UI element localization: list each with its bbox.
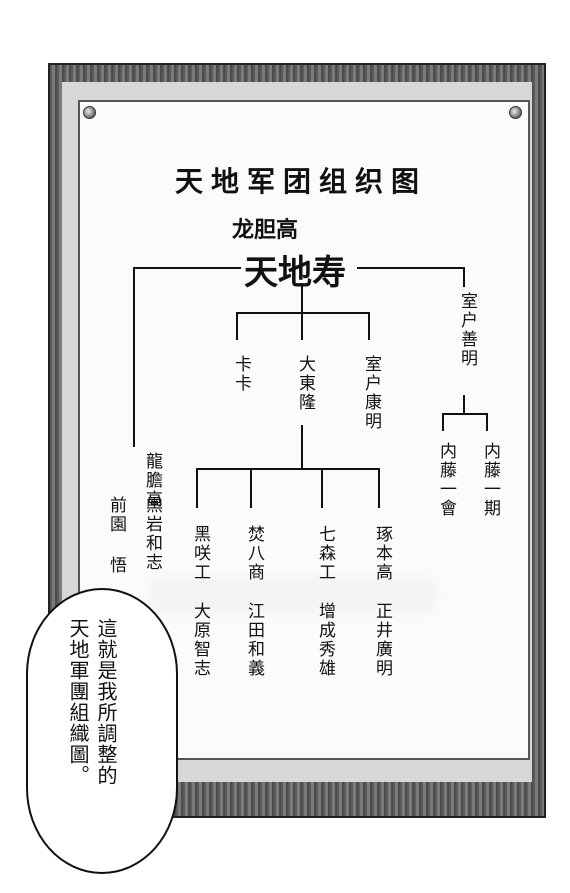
member-mid-3: 室户康明 bbox=[361, 355, 381, 431]
speech-bubble bbox=[26, 588, 178, 874]
line-lower-drop-3 bbox=[321, 468, 323, 508]
line-lower-trunk bbox=[301, 425, 303, 469]
member-right-top: 室户善明 bbox=[457, 292, 477, 368]
member-row4-name: 正井廣明 bbox=[372, 602, 392, 678]
line-left-horizontal bbox=[133, 267, 241, 269]
member-mid-1: 卡卡 bbox=[231, 355, 251, 393]
line-mid-drop-1 bbox=[236, 312, 238, 340]
line-right-horizontal bbox=[357, 267, 465, 269]
member-row2-school: 焚八商 bbox=[244, 525, 264, 582]
line-mid-bar bbox=[236, 312, 370, 314]
pushpin-right-icon bbox=[509, 106, 522, 119]
member-right-sub-2: 内藤一會 bbox=[436, 442, 456, 518]
line-lower-drop-2 bbox=[250, 468, 252, 508]
speech-line-1: 這就是我所調整的 bbox=[94, 618, 118, 786]
line-lower-drop-4 bbox=[378, 468, 380, 508]
pushpin-left-icon bbox=[83, 106, 96, 119]
line-right-vertical bbox=[463, 267, 465, 287]
line-right-trunk bbox=[463, 395, 465, 415]
line-right-drop-2 bbox=[486, 413, 488, 431]
member-left-2: 前園 悟 bbox=[106, 496, 126, 575]
member-row1-school: 黑咲工 bbox=[190, 525, 210, 582]
line-center-trunk bbox=[301, 283, 303, 313]
member-row3-name: 增成秀雄 bbox=[315, 602, 335, 678]
member-row4-school: 琢本高 bbox=[372, 525, 392, 582]
line-right-drop-1 bbox=[442, 413, 444, 431]
speech-line-2: 天地軍團組織圖。 bbox=[66, 618, 90, 786]
line-lower-drop-1 bbox=[196, 468, 198, 508]
line-mid-drop-2 bbox=[301, 312, 303, 340]
line-left-vertical bbox=[133, 267, 135, 447]
line-right-bar bbox=[442, 413, 488, 415]
member-left-3: 黑岩和志 bbox=[142, 496, 162, 572]
member-row3-school: 七森工 bbox=[315, 525, 335, 582]
chart-title: 天地军团组织图 bbox=[175, 165, 428, 198]
line-mid-drop-3 bbox=[368, 312, 370, 340]
leader-name: 天地寿 bbox=[244, 253, 346, 293]
member-right-sub-1: 内藤一期 bbox=[480, 442, 500, 518]
smudge bbox=[148, 575, 438, 615]
chart-subtitle: 龙胆高 bbox=[232, 217, 299, 243]
member-row2-name: 江田和義 bbox=[244, 602, 264, 678]
member-row1-name: 大原智志 bbox=[190, 602, 210, 678]
member-mid-2: 大東隆 bbox=[295, 355, 315, 412]
member-left-1: 龍膽高 bbox=[142, 452, 162, 509]
line-lower-bar bbox=[196, 468, 380, 470]
